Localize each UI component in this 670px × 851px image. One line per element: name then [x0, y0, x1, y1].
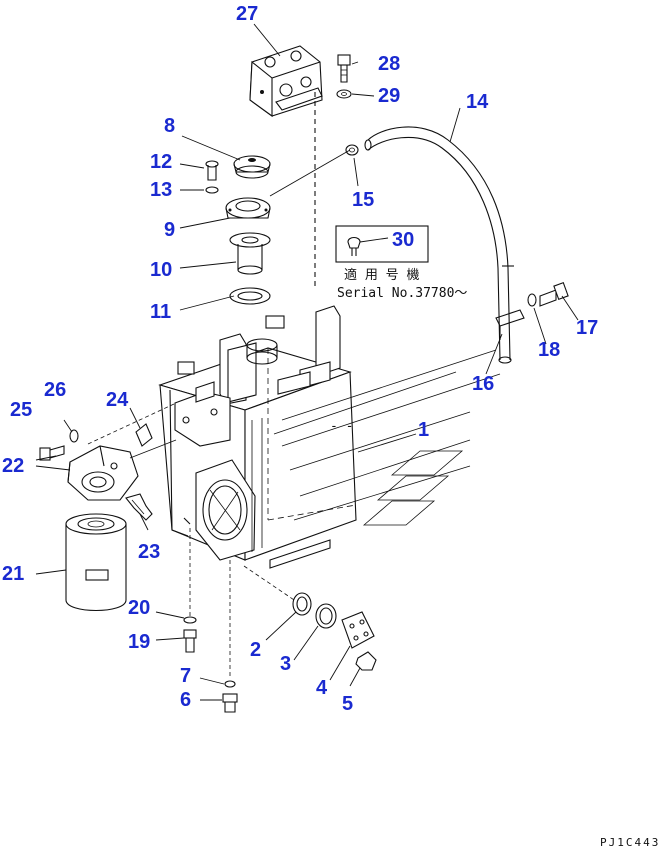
callout-3: 3	[280, 653, 291, 675]
callout-18: 18	[538, 339, 560, 361]
callout-22: 22	[2, 455, 24, 477]
sight-gauge-parts	[243, 565, 377, 671]
callout-17: 17	[576, 317, 598, 339]
callout-29: 29	[378, 85, 400, 107]
svg-text:- -: - -	[330, 419, 353, 434]
filter-cartridge	[65, 513, 127, 612]
hydraulic-tank: - -	[158, 305, 501, 569]
callout-13: 13	[150, 179, 172, 201]
callout-2: 2	[250, 639, 261, 661]
serial-number: Serial No.37780～	[337, 286, 467, 301]
serial-note: 適 用 号 機 Serial No.37780～	[335, 225, 467, 301]
callout-12: 12	[150, 151, 172, 173]
callout-24: 24	[106, 389, 129, 411]
callout-28: 28	[378, 53, 400, 75]
callout-5: 5	[342, 693, 353, 715]
drain-plug-parts	[183, 528, 238, 713]
callout-14: 14	[466, 91, 489, 113]
filler-cap-assembly	[205, 155, 271, 305]
callout-11: 11	[150, 301, 171, 323]
drawing-code: PJ1C443	[600, 836, 660, 849]
callout-10: 10	[150, 259, 172, 281]
guide-parallelograms	[362, 450, 464, 526]
serial-label-jp: 適 用 号 機	[344, 267, 419, 283]
control-valve-assembly	[249, 45, 352, 290]
part-number-callouts: 1 2 3 4 5 6 7 8 9 10 11 12 13 14 15 16 1…	[2, 3, 598, 715]
callout-4: 4	[316, 677, 328, 699]
callout-26: 26	[44, 379, 66, 401]
callout-20: 20	[128, 597, 150, 619]
callout-23: 23	[138, 541, 160, 563]
callout-21: 21	[2, 563, 24, 585]
callout-7: 7	[180, 665, 191, 687]
callout-8: 8	[164, 115, 175, 137]
callout-27: 27	[236, 3, 258, 25]
callout-15: 15	[352, 189, 374, 211]
callout-1: 1	[418, 419, 429, 441]
callout-16: 16	[472, 373, 494, 395]
callout-9: 9	[164, 219, 175, 241]
callout-25: 25	[10, 399, 32, 421]
line-filter-assembly	[39, 403, 177, 521]
callout-6: 6	[180, 689, 191, 711]
leader-lines	[35, 23, 579, 701]
callout-19: 19	[128, 631, 150, 653]
breather-hose-assembly	[345, 126, 569, 364]
callout-30: 30	[392, 229, 414, 251]
